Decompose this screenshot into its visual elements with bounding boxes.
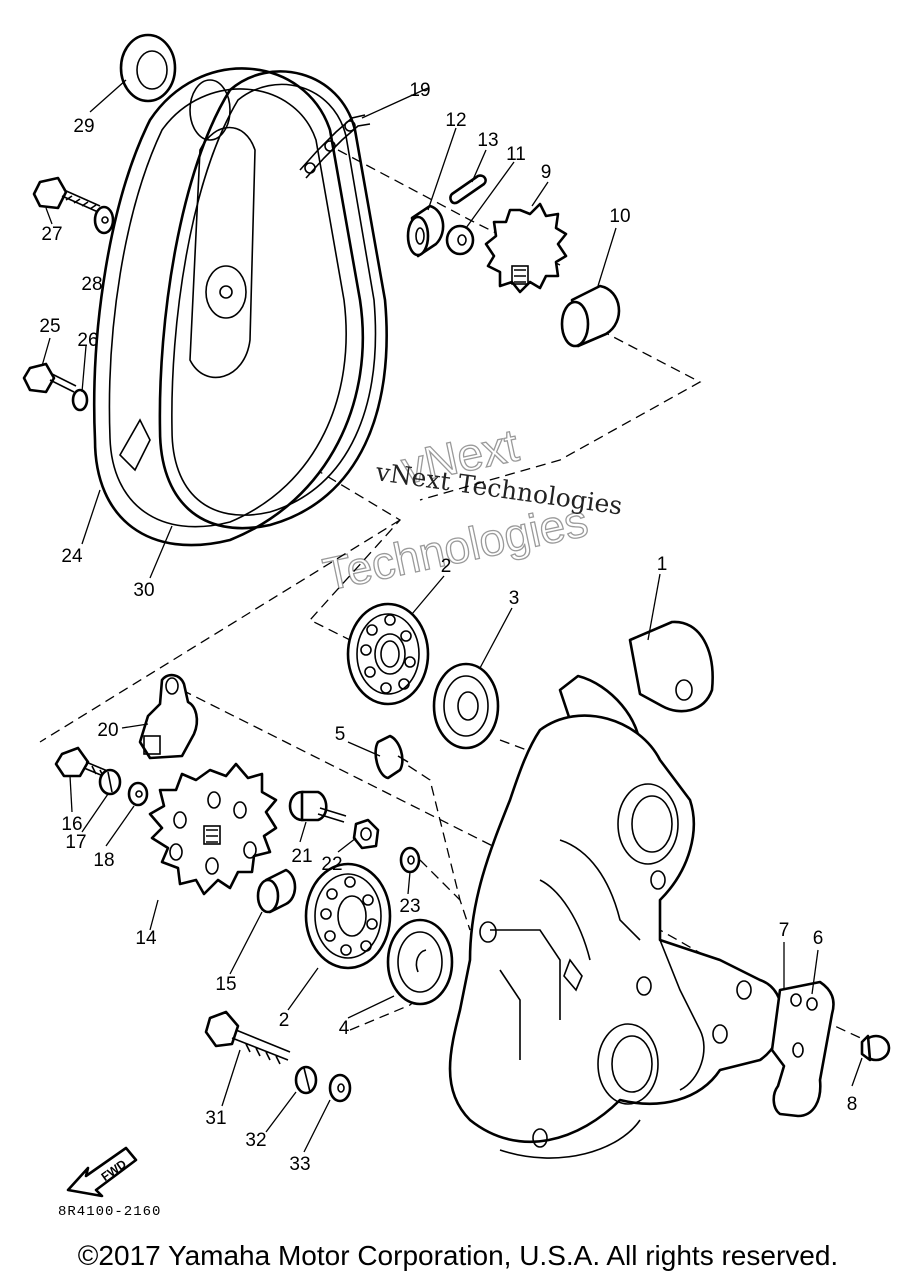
- callout-20: 20: [97, 720, 118, 741]
- callout-7: 7: [779, 920, 790, 941]
- callout-26: 26: [77, 330, 98, 351]
- callout-11: 11: [506, 144, 526, 165]
- callout-32: 32: [245, 1130, 266, 1151]
- callout-30: 30: [133, 580, 154, 601]
- washer-11: [445, 224, 475, 256]
- callout-18: 18: [93, 850, 114, 871]
- callout-29: 29: [73, 116, 94, 137]
- callout-13: 13: [477, 130, 498, 151]
- callout-3: 3: [509, 588, 520, 609]
- callout-5: 5: [335, 724, 346, 745]
- bearing-2-top: [346, 602, 430, 706]
- bolt-16: [54, 746, 111, 779]
- sprocket-9: [484, 202, 568, 294]
- callout-9: 9: [541, 162, 552, 183]
- spacer-10: [560, 284, 621, 348]
- tensioner-block-20: [138, 673, 199, 760]
- leader-lines: [41, 79, 863, 1153]
- callout-12: 12: [445, 110, 466, 131]
- chain-case-cover: [92, 67, 365, 547]
- callout-16: 16: [61, 814, 82, 835]
- callout-14: 14: [135, 928, 157, 949]
- drive-chain: [299, 114, 371, 179]
- bearing-2-bottom: [304, 862, 392, 970]
- gasket: [158, 70, 388, 530]
- collar-15: [256, 868, 297, 914]
- callout-4: 4: [339, 1018, 350, 1039]
- oil-seal-4: [386, 918, 454, 1006]
- lock-washer-17: [98, 768, 122, 796]
- callout-numbers: 1 2 3 5 20 16 17 18 14 15 2 21 22 23 4 3…: [39, 80, 857, 1175]
- chain-case-housing: [448, 620, 784, 1159]
- bolt-21: [288, 790, 347, 823]
- screw-5: [374, 734, 409, 780]
- callout-27: 27: [41, 224, 62, 245]
- fwd-arrow-icon: FWD: [66, 1146, 138, 1198]
- nut-22: [352, 818, 380, 850]
- lock-washer-32: [294, 1065, 318, 1095]
- screw-8: [860, 1034, 891, 1062]
- callout-17: 17: [65, 832, 86, 853]
- bolt-25: [22, 362, 77, 394]
- callout-1: 1: [657, 554, 668, 575]
- callout-2-top: 2: [441, 556, 452, 577]
- callout-21: 21: [291, 846, 312, 867]
- bolt-31: [204, 1010, 291, 1065]
- callout-6: 6: [813, 928, 824, 949]
- washer-26: [71, 388, 89, 412]
- sprocket-14: [148, 762, 278, 896]
- key-13: [449, 174, 487, 205]
- diagram-code: 8R4100-2160: [58, 1204, 161, 1220]
- washer-23: [399, 846, 421, 874]
- callout-19: 19: [409, 80, 430, 101]
- callout-28: 28: [81, 274, 102, 295]
- oil-seal: [119, 33, 177, 103]
- callout-33: 33: [289, 1154, 310, 1175]
- callout-23: 23: [399, 896, 420, 917]
- plate-6: [770, 980, 835, 1118]
- callout-24: 24: [61, 546, 83, 567]
- copyright-notice: ©2017 Yamaha Motor Corporation, U.S.A. A…: [77, 1240, 839, 1271]
- washer-33: [328, 1073, 352, 1103]
- callout-22: 22: [321, 854, 342, 875]
- washer-28: [93, 205, 115, 235]
- collar-12: [406, 204, 445, 258]
- callout-10: 10: [609, 206, 630, 227]
- callout-25: 25: [39, 316, 60, 337]
- callout-31: 31: [205, 1108, 226, 1129]
- bolt-27: [32, 176, 101, 213]
- callout-8: 8: [847, 1094, 858, 1115]
- oil-seal-3: [432, 662, 500, 750]
- washer-18: [127, 781, 149, 807]
- callout-2-bottom: 2: [279, 1010, 290, 1031]
- callout-15: 15: [215, 974, 236, 995]
